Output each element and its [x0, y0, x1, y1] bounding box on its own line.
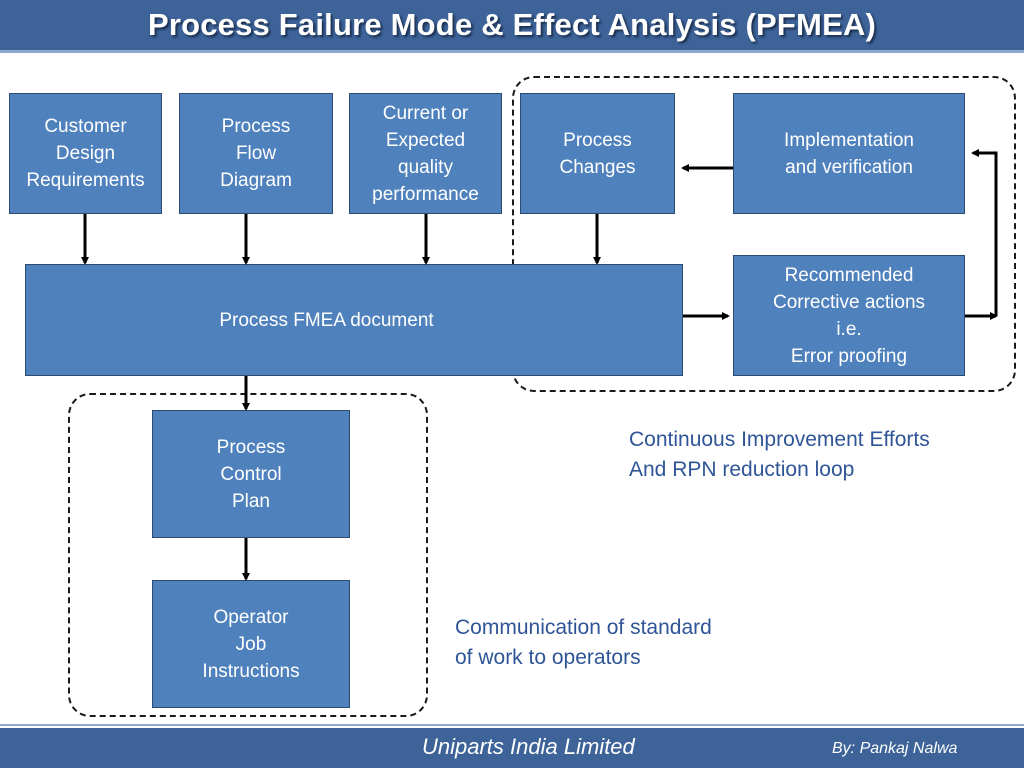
implementation-verification-box: Implementation and verification — [733, 93, 965, 214]
recommended-corrective-actions-box: Recommended Corrective actions i.e. Erro… — [733, 255, 965, 376]
continuous-improvement-note: Continuous Improvement Efforts And RPN r… — [629, 428, 930, 481]
title-underline — [0, 50, 1024, 53]
process-changes-box: Process Changes — [520, 93, 675, 214]
process-flow-diagram-box: Process Flow Diagram — [179, 93, 333, 214]
communication-region — [68, 393, 428, 717]
arrow-loop-back-to-implementation — [971, 149, 998, 316]
continuous-improvement-region — [512, 76, 1016, 392]
footer-company: Uniparts India Limited — [422, 734, 635, 759]
current-expected-quality-performance-box: Current or Expected quality performance — [349, 93, 502, 214]
footer-bar — [0, 728, 1024, 768]
process-fmea-document-box: Process FMEA document — [25, 264, 683, 376]
page-title: Process Failure Mode & Effect Analysis (… — [147, 7, 877, 42]
footer-line — [0, 724, 1024, 726]
title-bar: Process Failure Mode & Effect Analysis (… — [0, 0, 1024, 50]
customer-design-requirements-box: Customer Design Requirements — [9, 93, 162, 214]
communication-note: Communication of standard of work to ope… — [455, 616, 712, 669]
footer-author: By: Pankaj Nalwa — [832, 740, 958, 757]
process-control-plan-box: Process Control Plan — [152, 410, 350, 538]
operator-job-instructions-box: Operator Job Instructions — [152, 580, 350, 708]
